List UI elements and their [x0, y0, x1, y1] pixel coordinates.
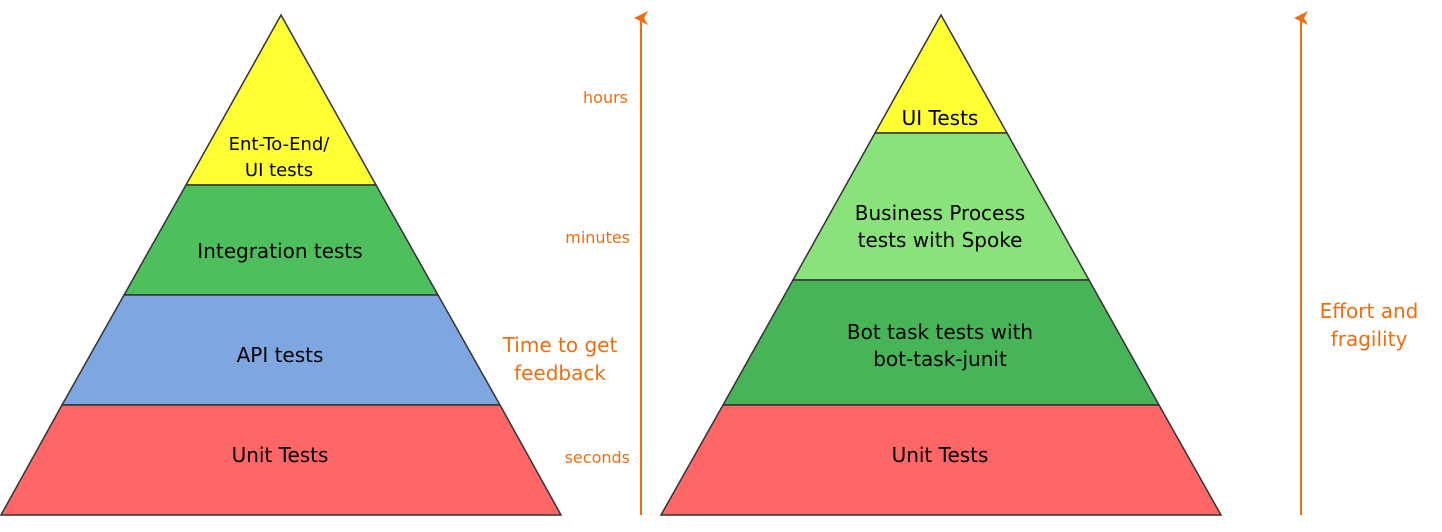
- right-ui-label: UI Tests: [902, 106, 979, 130]
- right-bp-label-line1: Business Process: [855, 201, 1025, 225]
- left-axis-title-line2: feedback: [514, 361, 606, 385]
- tick-minutes: minutes: [565, 228, 630, 247]
- left-e2e-label-line2: UI tests: [245, 160, 313, 181]
- tick-seconds: seconds: [565, 448, 630, 467]
- right-axis-title-line1: Effort and: [1320, 299, 1419, 323]
- right-pyramid: UI Tests Business Process tests with Spo…: [659, 13, 1223, 516]
- left-e2e-label-line1: Ent-To-End/: [229, 134, 331, 155]
- right-bot-label-line2: bot-task-junit: [873, 347, 1007, 371]
- tick-hours: hours: [583, 88, 628, 107]
- left-unit-label: Unit Tests: [232, 443, 329, 467]
- left-axis: hours minutes seconds Time to get feedba…: [502, 11, 648, 515]
- left-api-label: API tests: [237, 343, 324, 367]
- left-pyramid: Ent-To-End/ UI tests Integration tests A…: [0, 13, 563, 516]
- left-integration-label: Integration tests: [197, 239, 362, 263]
- right-layer-unit: [659, 404, 1223, 516]
- right-bot-label-line1: Bot task tests with: [847, 320, 1033, 344]
- right-unit-label: Unit Tests: [892, 443, 989, 467]
- right-axis: Effort and fragility: [1294, 11, 1419, 515]
- right-axis-title-line2: fragility: [1331, 327, 1408, 351]
- left-axis-title-line1: Time to get: [502, 333, 618, 357]
- left-layer-unit: [0, 404, 563, 516]
- right-bp-label-line2: tests with Spoke: [858, 228, 1023, 252]
